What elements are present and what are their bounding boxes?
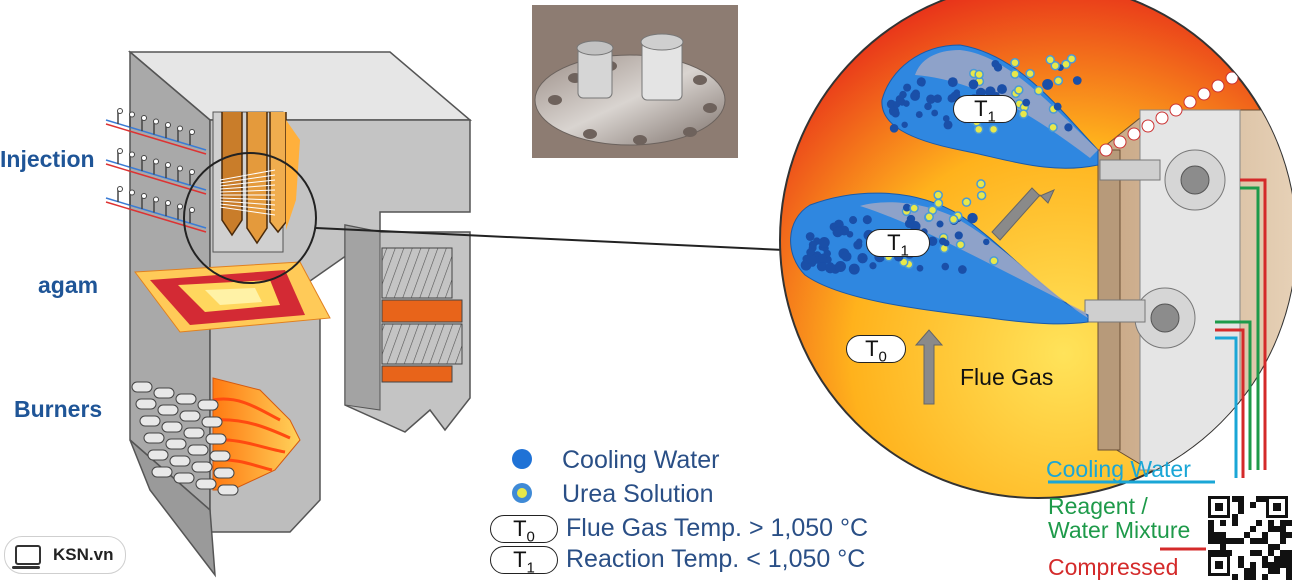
zoom-t1-upper: T1: [953, 95, 1017, 125]
flue-gas-arrow: [914, 329, 944, 405]
supply-pipes: [1215, 178, 1267, 478]
pipe-label-compressed: Compressed: [1048, 554, 1179, 580]
legend-cooling-water: Cooling Water: [562, 446, 720, 474]
legend-cooling-water-dot: [512, 449, 532, 469]
injection-label: Injection: [0, 146, 95, 172]
fire-zone: [134, 261, 331, 333]
legend-urea-solution: Urea Solution: [562, 480, 714, 508]
spray-plume-lower: [790, 192, 1089, 325]
pipe-label-reagent: Reagent / Water Mixture: [1048, 494, 1204, 542]
zoom-t0: T0: [846, 335, 906, 365]
pipe-label-cooling-water: Cooling Water: [1046, 456, 1191, 482]
zoom-t1-lower: T1: [866, 229, 930, 259]
laptop-icon: [12, 545, 41, 569]
qr-code: [1206, 494, 1292, 580]
legend-t1-text: Reaction Temp. < 1,050 °C: [566, 545, 866, 573]
burners-label: Burners: [14, 396, 103, 422]
legend-t0-text: Flue Gas Temp. > 1,050 °C: [566, 514, 869, 542]
burners-array: [131, 381, 239, 496]
pipe-label-reagent-line2: Water Mixture: [1048, 518, 1191, 542]
pipe-label-reagent-line1: Reagent /: [1048, 493, 1148, 519]
zoom-view: [779, 0, 1292, 499]
injection-lances: [105, 108, 276, 233]
watermark-text: KSN.vn: [53, 545, 114, 564]
zoom-connector-line: [315, 227, 785, 251]
legend-t1-box: T1: [490, 546, 558, 576]
economizer: [381, 247, 463, 383]
agam-label: agam: [38, 272, 99, 298]
legend-t0-box: T0: [490, 515, 558, 545]
injector-photo: [532, 5, 738, 158]
flue-gas-label: Flue Gas: [960, 364, 1054, 390]
ksn-watermark: KSN.vn: [4, 536, 126, 574]
detail-circle: [183, 152, 317, 284]
burner-flames: [212, 377, 301, 491]
